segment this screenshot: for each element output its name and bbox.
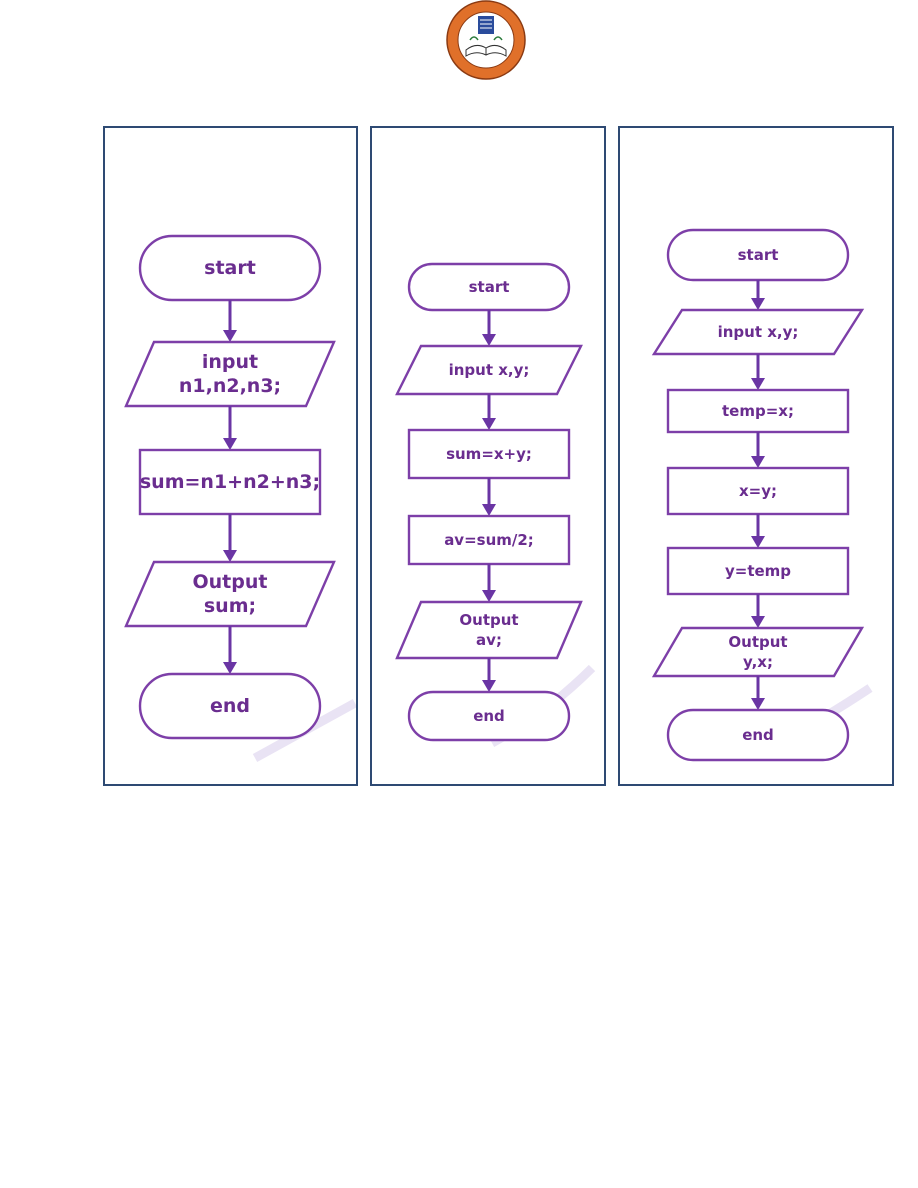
io-shape [124,560,336,628]
step-label: Output [193,571,268,593]
flowchart-panel-average: start input x,y; sum=x+y; av=sum/2; Output av… [370,126,606,786]
terminal-shape [407,690,571,742]
step-label: x=y; [739,482,777,500]
flowchart-step-process: sum=x+y; [407,428,571,480]
step-label: end [473,707,505,725]
arrow-head-icon [223,662,237,674]
arrow-head-icon [223,438,237,450]
step-label: Output [459,611,518,629]
process-shape [407,428,571,480]
step-label: input x,y; [449,361,530,379]
flowchart-average-two: start input x,y; sum=x+y; av=sum/2; Output av… [395,262,596,747]
io-shape [395,344,583,396]
step-label: sum=n1+n2+n3; [140,471,320,493]
arrow-head-icon [751,536,765,548]
arrow-head-icon [751,698,765,710]
arrow-head-icon [482,504,496,516]
flowchart-step-process: y=temp [666,546,850,596]
arrow-head-icon [751,298,765,310]
arrow-head-icon [223,550,237,562]
arrow-head-icon [482,590,496,602]
step-label: Output [728,633,787,651]
step-label: input x,y; [718,323,799,341]
step-label: start [204,257,256,279]
io-shape [395,600,583,660]
step-label: y=temp [725,562,791,580]
process-shape [138,448,322,516]
step-label: y,x; [743,653,773,671]
flowchart-step-terminal: start [138,234,322,302]
io-shape [651,308,865,356]
step-label: start [738,246,779,264]
flowchart-step-process: sum=n1+n2+n3; [138,448,322,516]
arrow-head-icon [751,378,765,390]
arrow-head-icon [751,456,765,468]
flowchart-step-process: temp=x; [666,388,850,434]
step-label: sum=x+y; [446,445,532,463]
terminal-shape [138,672,322,740]
arrow-head-icon [482,418,496,430]
terminal-shape [666,708,850,762]
flowchart-step-process: av=sum/2; [407,514,571,566]
flowchart-step-process: x=y; [666,466,850,516]
step-label: av; [476,631,502,649]
flowchart-step-io: Output av; [395,600,583,660]
process-shape [666,466,850,516]
arrow-head-icon [482,680,496,692]
university-logo [446,0,526,80]
step-label: input [202,351,258,373]
process-shape [666,546,850,596]
flowchart-step-terminal: end [666,708,850,762]
flowchart-step-terminal: start [666,228,850,282]
arrow-head-icon [223,330,237,342]
step-label: temp=x; [722,402,794,420]
flowchart-step-terminal: end [407,690,571,742]
flowchart-step-terminal: start [407,262,571,312]
flowchart-step-io: input x,y; [395,344,583,396]
step-label: av=sum/2; [444,531,534,549]
flowchart-step-io: Output y,x; [651,626,865,678]
flowchart-step-terminal: end [138,672,322,740]
step-label: end [210,695,250,717]
step-label: start [469,278,510,296]
step-label: sum; [204,595,256,617]
step-label: n1,n2,n3; [179,375,281,397]
arrow-head-icon [482,334,496,346]
io-shape [651,626,865,678]
io-shape [124,340,336,408]
step-label: end [742,726,774,744]
process-shape [666,388,850,434]
flowchart-step-io: input x,y; [651,308,865,356]
arrow-head-icon [751,616,765,628]
